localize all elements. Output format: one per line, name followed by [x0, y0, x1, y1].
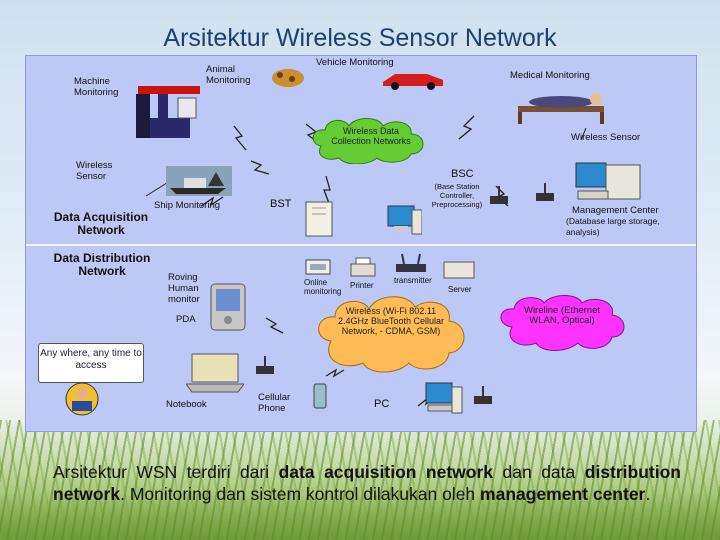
animal-monitoring-label: Animal Monitoring — [206, 64, 251, 86]
ship-monitoring-label: Ship Monitoring — [154, 200, 221, 211]
acquisition-section-title: Data Acquisition Network — [53, 210, 149, 237]
description-text: . — [645, 484, 651, 504]
management-center-label: Management Center — [572, 205, 659, 216]
management-center-detail-label: (Database large storage, analysis) — [566, 216, 660, 237]
router-icon — [490, 186, 508, 204]
grass-background — [0, 420, 720, 540]
router-icon — [536, 183, 554, 201]
roving-human-monitor-label: Roving Human monitor — [168, 272, 200, 305]
cellular-phone-icon — [313, 383, 327, 409]
notebook-icon — [186, 353, 244, 393]
wireless-link-icon — [233, 125, 247, 151]
sensor-antenna-icon — [208, 172, 224, 186]
section-divider — [26, 244, 696, 246]
transmitter-icon — [396, 253, 426, 272]
wireless-sensor-label-left: Wireless Sensor — [76, 160, 113, 182]
medical-monitoring-label: Medical Monitoring — [510, 70, 590, 81]
wireline-cloud — [500, 295, 625, 351]
description-text: dan data — [493, 462, 585, 482]
access-callout: Any where, any time to access — [38, 343, 144, 383]
machine-icon — [136, 86, 200, 138]
data-collection-cloud — [312, 118, 424, 164]
description-text: . Monitoring dan sistem kontrol dilakuka… — [120, 484, 481, 504]
patient-bed-icon — [518, 93, 604, 124]
server-icon — [443, 261, 475, 279]
distribution-section-title: Data Distribution Network — [53, 251, 151, 278]
router-icon — [474, 386, 492, 404]
bst-tower-icon — [305, 201, 333, 237]
server-label: Server — [448, 285, 472, 294]
pc-label: PC — [374, 398, 390, 410]
description-emphasis: data acquisition network — [278, 462, 494, 482]
page-title: Arsitektur Wireless Sensor Network — [163, 24, 557, 52]
wireless-link-icon — [200, 196, 224, 207]
wireless-link-icon — [325, 368, 345, 378]
router-icon — [256, 356, 274, 374]
wireless-link-icon — [250, 160, 270, 175]
notebook-label: Notebook — [166, 399, 207, 410]
transmitter-label: transmitter — [394, 276, 432, 285]
cellular-phone-label: Cellular Phone — [258, 392, 291, 414]
sensor-pointer-line — [580, 127, 587, 141]
wsn-architecture-diagram: Wireless Data Collection Networks — [25, 55, 697, 432]
bst-label: BST — [270, 198, 292, 210]
animal-icon — [272, 69, 304, 87]
bsc-computer-icon — [387, 205, 422, 235]
data-collection-cloud-label: Wireless Data Collection Networks — [331, 126, 411, 146]
pc-icon — [425, 382, 463, 414]
wireless-cloud — [318, 296, 465, 373]
wireline-cloud-label: Wireline (Ethernet WLAN, Optical) — [523, 305, 601, 326]
bsc-detail-label: (Base Station Controller, Preprocessing) — [431, 182, 483, 209]
description-emphasis: management center — [480, 484, 646, 504]
wireless-sensor-label-right: Wireless Sensor — [571, 132, 641, 143]
bsc-label: BSC — [451, 168, 474, 180]
wireless-link-icon — [323, 175, 331, 207]
wireless-link-icon — [265, 317, 284, 334]
race-car-icon — [383, 74, 443, 90]
wireless-cloud-label: Wireless (Wi-Fi 802.11 2.4GHz BlueTooth … — [337, 306, 445, 336]
online-monitor-icon — [305, 259, 331, 275]
printer-icon — [350, 257, 376, 277]
person-icon — [65, 382, 99, 416]
description-emphasis: distribution network — [53, 462, 681, 504]
pda-label: PDA — [176, 314, 196, 325]
vehicle-monitoring-label: Vehicle Monitoring — [316, 57, 394, 68]
printer-label: Printer — [350, 281, 374, 290]
pda-icon — [210, 283, 246, 331]
machine-monitoring-label: Machine Monitoring — [74, 76, 119, 98]
description-text: Arsitektur WSN terdiri dari — [53, 462, 279, 482]
online-monitoring-label: Online monitoring — [304, 278, 342, 296]
description-paragraph: Arsitektur WSN terdiri dari data acquisi… — [53, 461, 681, 505]
management-center-icon — [575, 162, 641, 200]
wireless-link-icon — [458, 115, 475, 140]
